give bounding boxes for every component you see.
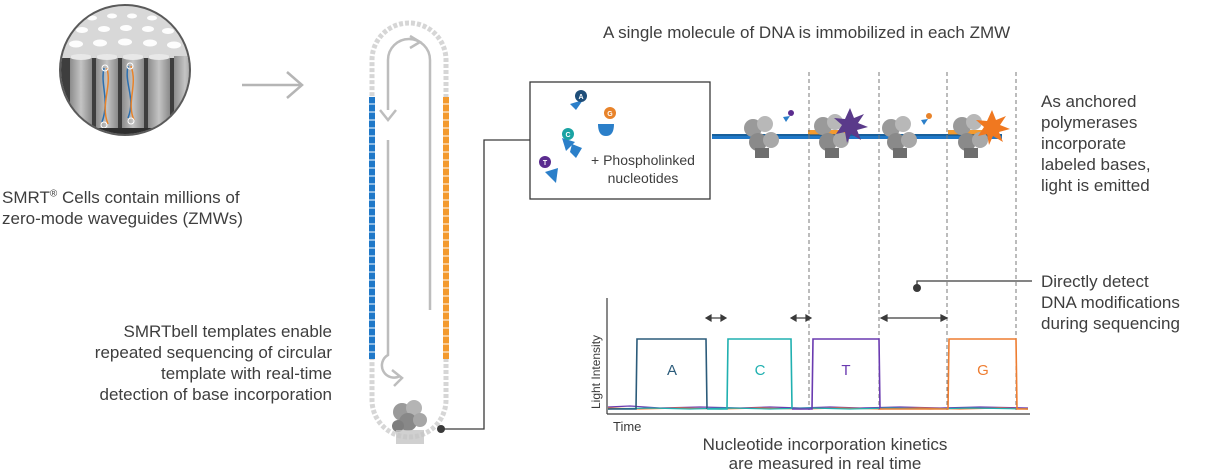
zmw-cell-illustration xyxy=(59,4,191,136)
chart-y-label: Light Intensity xyxy=(589,335,603,409)
noise-traces xyxy=(607,405,1029,410)
zmw-arrow xyxy=(242,71,304,99)
smrtbell-template-loop xyxy=(369,20,449,444)
pulse-trace-g xyxy=(880,338,1028,410)
nucleotide-box: A G C T xyxy=(529,81,711,200)
polymerase-1 xyxy=(744,116,779,158)
nucleotide-letter-g: G xyxy=(607,111,613,118)
light-burst-purple xyxy=(834,108,868,143)
pulse-g: G xyxy=(880,338,1028,410)
pulse-label-c: C xyxy=(755,362,766,379)
floating-nucleotide-orange xyxy=(921,113,932,125)
pulse-trace-a xyxy=(608,338,708,410)
light-burst-orange xyxy=(976,110,1010,145)
template-orange-strand xyxy=(443,97,449,359)
pulse-trace-c xyxy=(707,338,793,410)
nucleotide-t-icon: T xyxy=(539,156,558,183)
floating-nucleotide-purple xyxy=(783,110,794,122)
nucleotide-letter-a: A xyxy=(578,94,583,101)
single-molecule-heading: A single molecule of DNA is immobilized … xyxy=(603,23,1011,42)
anchored-polymerases-caption: As anchored polymerases incorporate labe… xyxy=(1041,92,1151,195)
pulse-label-g: G xyxy=(977,362,989,379)
modifications-callout xyxy=(913,280,1032,292)
nucleotide-a-icon: A xyxy=(570,90,587,110)
nucleotide-letter-c: C xyxy=(565,132,570,139)
smrtbell-caption: SMRTbell templates enable repeated seque… xyxy=(94,322,332,404)
polymerase-bottom xyxy=(392,400,427,444)
modifications-caption: Directly detect DNA modifications during… xyxy=(1041,272,1180,333)
pulse-a: A xyxy=(608,338,708,410)
nucleotide-g-icon: G xyxy=(598,107,616,136)
polymerase-2 xyxy=(814,114,849,158)
pulse-t: T xyxy=(792,338,881,410)
pulse-label-t: T xyxy=(841,362,850,379)
interpulse-arrows xyxy=(704,313,949,323)
phospholinked-label: + Phospholinked nucleotides xyxy=(591,152,695,186)
template-blue-strand xyxy=(369,97,375,359)
kinetics-caption: Nucleotide incorporation kinetics are me… xyxy=(702,435,948,473)
polymerase-3 xyxy=(882,116,917,158)
loop-direction-arrow-bottom xyxy=(380,140,401,379)
nucleotide-letter-t: T xyxy=(543,160,548,167)
pulse-trace-t xyxy=(792,338,881,410)
loop-direction-arrow-top xyxy=(386,37,432,310)
chart-x-label: Time xyxy=(613,419,641,434)
nucleotide-c-icon: C xyxy=(562,128,582,158)
light-intensity-chart: A C T G Light Intensity Time xyxy=(589,298,1030,434)
pulse-c: C xyxy=(707,338,793,410)
loop-connector xyxy=(437,139,530,433)
pulse-label-a: A xyxy=(667,362,677,379)
polymerase-4 xyxy=(953,114,988,158)
